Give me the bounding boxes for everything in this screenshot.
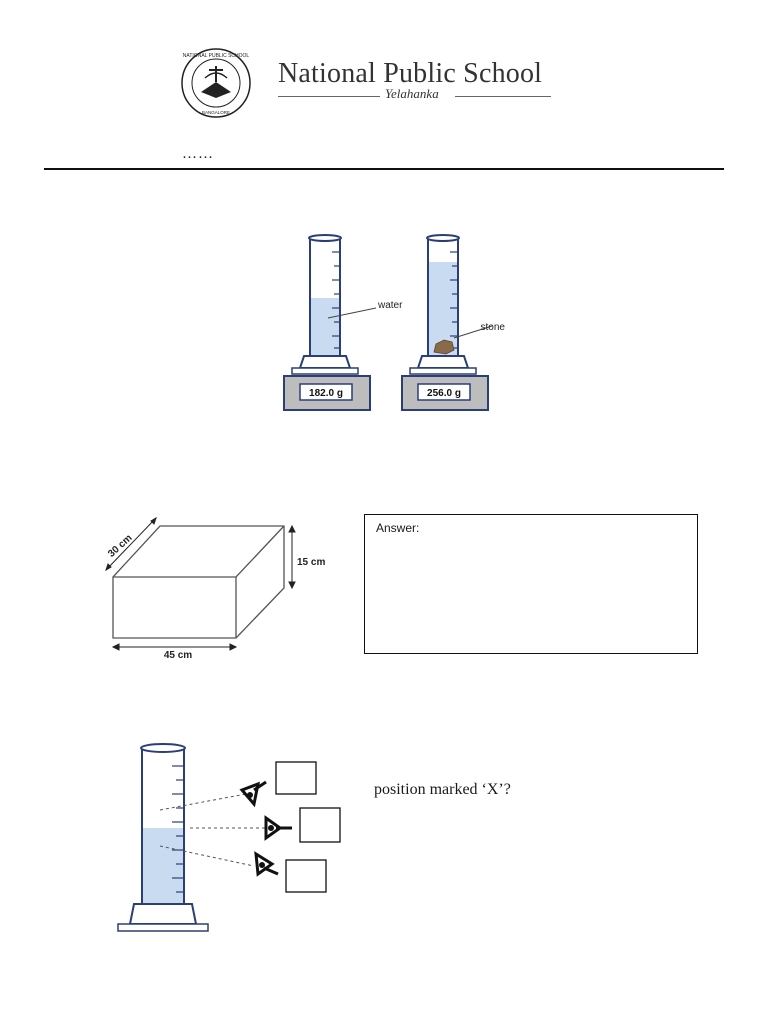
stone-pointer <box>453 325 493 339</box>
header-divider <box>44 168 724 170</box>
school-subtitle: Yelahanka <box>385 86 439 101</box>
answer-box[interactable]: Answer: <box>364 514 698 654</box>
tick-box-bottom[interactable] <box>285 859 327 893</box>
school-logo: NATIONAL PUBLIC SCHOOL BANGALORE <box>181 48 251 118</box>
dim-height: 15 cm <box>297 557 325 568</box>
tick-box-top[interactable] <box>275 761 317 795</box>
school-name: National Public School <box>278 58 543 89</box>
answer-label: Answer: <box>376 521 420 535</box>
scale-2-reading: 256.0 g <box>427 388 461 399</box>
name-dots: …… <box>182 146 214 162</box>
eye-icon-bottom <box>254 851 279 877</box>
logo-text-bottom: BANGALORE <box>202 110 230 115</box>
stone-icon <box>433 339 455 355</box>
cylinder-with-stone <box>409 234 477 375</box>
water-pointer <box>327 307 377 319</box>
school-name-rule-right <box>455 96 551 97</box>
figure-cuboid: 30 cm 15 cm 45 cm <box>105 516 325 661</box>
scale-1: 182.0 g <box>283 375 371 411</box>
figure-cylinders-on-scales: 182.0 g water 256.0 g stone <box>283 234 506 411</box>
scale-1-reading: 182.0 g <box>309 388 343 399</box>
label-stone: stone <box>481 322 506 333</box>
dim-length: 45 cm <box>164 650 192 661</box>
scale-2: 256.0 g <box>401 375 489 411</box>
tick-box-middle[interactable] <box>299 807 341 843</box>
question-text: position marked ‘X’? <box>374 781 511 798</box>
logo-text-top: NATIONAL PUBLIC SCHOOL <box>183 53 250 59</box>
label-water: water <box>377 300 403 311</box>
school-name-rule-left <box>278 96 380 97</box>
figure-eye-positions <box>117 743 341 932</box>
cylinder-with-water <box>291 234 359 375</box>
eye-icon-middle <box>264 815 292 841</box>
eye-icon-top <box>239 780 267 808</box>
